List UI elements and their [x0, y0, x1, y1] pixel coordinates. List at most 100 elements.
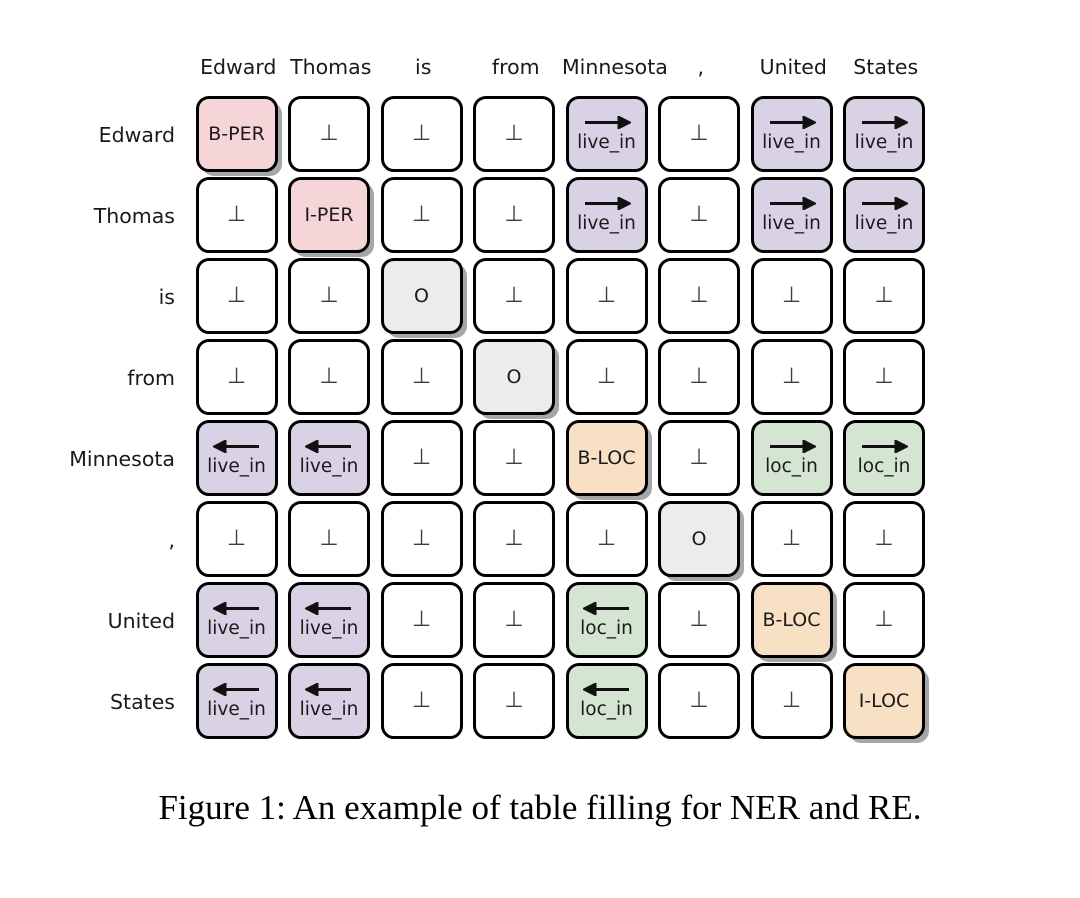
table-cell-0-2[interactable]: ⊥ — [380, 96, 463, 172]
table-cell-0-5[interactable]: ⊥ — [658, 96, 740, 172]
table-cell-5-5[interactable]: O — [658, 501, 740, 577]
table-cell-5-6[interactable]: ⊥ — [750, 501, 833, 577]
table-cell-7-4[interactable]: loc_in — [565, 663, 648, 739]
cell-slot-0-4: live_in — [562, 95, 655, 176]
table-cell-4-2[interactable]: ⊥ — [380, 420, 463, 496]
cell-slot-2-2: O — [377, 257, 470, 338]
table-cell-0-4[interactable]: live_in — [565, 96, 648, 172]
table-cell-0-1[interactable]: ⊥ — [288, 96, 370, 172]
cell-label: ⊥ — [411, 445, 432, 470]
table-cell-6-6[interactable]: B-LOC — [750, 582, 833, 658]
cell-label: ⊥ — [689, 202, 709, 227]
cell-slot-1-1: I-PER — [285, 176, 378, 257]
cell-label: B-PER — [208, 122, 265, 145]
table-cell-6-2[interactable]: ⊥ — [380, 582, 463, 658]
cell-slot-3-2: ⊥ — [377, 338, 470, 419]
table-cell-5-4[interactable]: ⊥ — [565, 501, 648, 577]
table-cell-6-7[interactable]: ⊥ — [843, 582, 925, 658]
table-cell-1-5[interactable]: ⊥ — [658, 177, 740, 253]
column-header-5: , — [697, 55, 705, 79]
table-cell-3-7[interactable]: ⊥ — [843, 339, 925, 415]
table-cell-1-7[interactable]: live_in — [843, 177, 925, 253]
table-cell-6-0[interactable]: live_in — [195, 582, 278, 658]
table-cell-2-2[interactable]: O — [380, 258, 463, 334]
arrow-right-icon — [860, 196, 908, 210]
table-cell-3-5[interactable]: ⊥ — [658, 339, 740, 415]
table-cell-7-3[interactable]: ⊥ — [473, 663, 555, 739]
table-cell-3-4[interactable]: ⊥ — [565, 339, 648, 415]
cell-slot-6-6: B-LOC — [747, 581, 840, 662]
cell-slot-3-4: ⊥ — [562, 338, 655, 419]
table-cell-0-6[interactable]: live_in — [750, 96, 833, 172]
cell-label: live_in — [207, 455, 266, 477]
cell-label: ⊥ — [689, 607, 709, 632]
table-cell-5-7[interactable]: ⊥ — [843, 501, 925, 577]
cell-slot-0-7: live_in — [840, 95, 933, 176]
row-label-5: , — [168, 528, 175, 552]
table-cell-7-6[interactable]: ⊥ — [750, 663, 833, 739]
table-cell-2-0[interactable]: ⊥ — [195, 258, 278, 334]
table-cell-1-0[interactable]: ⊥ — [195, 177, 278, 253]
table-cell-3-2[interactable]: ⊥ — [380, 339, 463, 415]
cell-slot-1-0: ⊥ — [192, 176, 285, 257]
table-cell-5-0[interactable]: ⊥ — [195, 501, 278, 577]
cell-label: B-LOC — [577, 446, 636, 469]
table-cell-5-2[interactable]: ⊥ — [380, 501, 463, 577]
cell-label: ⊥ — [319, 121, 339, 146]
table-cell-4-0[interactable]: live_in — [195, 420, 278, 496]
table-cell-2-4[interactable]: ⊥ — [565, 258, 648, 334]
cell-slot-7-4: loc_in — [562, 662, 655, 743]
table-cell-5-1[interactable]: ⊥ — [288, 501, 370, 577]
table-cell-7-0[interactable]: live_in — [195, 663, 278, 739]
table-cell-0-0[interactable]: B-PER — [195, 96, 278, 172]
cell-slot-4-6: loc_in — [747, 419, 840, 500]
table-cell-1-1[interactable]: I-PER — [288, 177, 370, 253]
table-cell-4-1[interactable]: live_in — [288, 420, 370, 496]
table-cell-2-5[interactable]: ⊥ — [658, 258, 740, 334]
row-label-0: Edward — [98, 123, 175, 147]
table-cell-4-3[interactable]: ⊥ — [473, 420, 555, 496]
table-cell-5-3[interactable]: ⊥ — [473, 501, 555, 577]
table-cell-4-5[interactable]: ⊥ — [658, 420, 740, 496]
cell-slot-3-6: ⊥ — [747, 338, 840, 419]
cell-slot-1-2: ⊥ — [377, 176, 470, 257]
cell-slot-6-7: ⊥ — [840, 581, 933, 662]
table-cell-7-2[interactable]: ⊥ — [380, 663, 463, 739]
cell-label: ⊥ — [689, 121, 709, 146]
table-cell-7-1[interactable]: live_in — [288, 663, 370, 739]
table-cell-1-2[interactable]: ⊥ — [380, 177, 463, 253]
table-cell-7-5[interactable]: ⊥ — [658, 663, 740, 739]
table-cell-4-7[interactable]: loc_in — [843, 420, 925, 496]
table-cell-1-4[interactable]: live_in — [565, 177, 648, 253]
table-cell-1-3[interactable]: ⊥ — [473, 177, 555, 253]
cell-slot-2-0: ⊥ — [192, 257, 285, 338]
table-cell-4-4[interactable]: B-LOC — [565, 420, 648, 496]
cell-slot-6-5: ⊥ — [655, 581, 748, 662]
table-cell-1-6[interactable]: live_in — [750, 177, 833, 253]
table-cell-2-6[interactable]: ⊥ — [750, 258, 833, 334]
table-cell-6-4[interactable]: loc_in — [565, 582, 648, 658]
table-cell-3-3[interactable]: O — [473, 339, 555, 415]
arrow-right-icon — [768, 115, 816, 129]
table-cell-7-7[interactable]: I-LOC — [843, 663, 925, 739]
table-cell-3-6[interactable]: ⊥ — [750, 339, 833, 415]
cell-slot-3-1: ⊥ — [285, 338, 378, 419]
table-cell-6-3[interactable]: ⊥ — [473, 582, 555, 658]
cell-slot-6-4: loc_in — [562, 581, 655, 662]
table-cell-2-3[interactable]: ⊥ — [473, 258, 555, 334]
table-cell-2-1[interactable]: ⊥ — [288, 258, 370, 334]
table-cell-3-0[interactable]: ⊥ — [195, 339, 278, 415]
table-cell-0-7[interactable]: live_in — [843, 96, 925, 172]
column-header-4: Minnesota — [562, 55, 668, 79]
table-cell-6-5[interactable]: ⊥ — [658, 582, 740, 658]
table-cell-0-3[interactable]: ⊥ — [473, 96, 555, 172]
table-cell-2-7[interactable]: ⊥ — [843, 258, 925, 334]
table-cell-4-6[interactable]: loc_in — [750, 420, 833, 496]
table-cell-3-1[interactable]: ⊥ — [288, 339, 370, 415]
cell-label: ⊥ — [504, 526, 524, 551]
cell-slot-5-2: ⊥ — [377, 500, 470, 581]
cell-label: I-PER — [304, 203, 354, 226]
table-cell-6-1[interactable]: live_in — [288, 582, 370, 658]
